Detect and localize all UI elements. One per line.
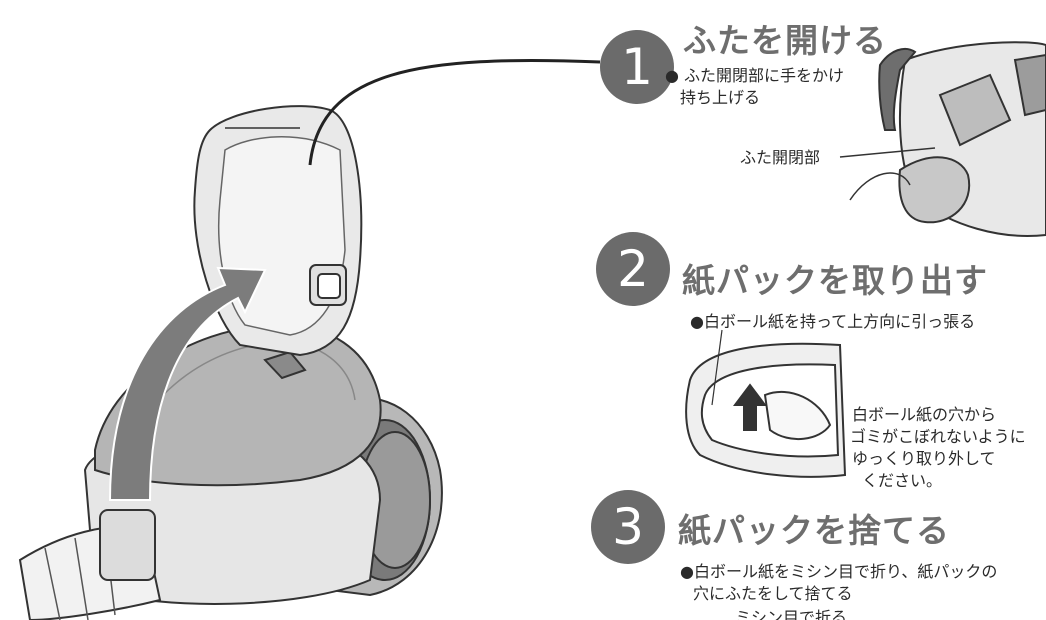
- note-line-3: ゆっくり取り外して: [852, 449, 996, 468]
- step-title-3: 紙パックを捨てる: [678, 511, 950, 550]
- lid-handle-pointer: [839, 147, 936, 158]
- step2-inset: [685, 342, 847, 478]
- lid-handle-label: ふた開閉部: [740, 148, 821, 167]
- step-1-line-1: ● ふた開閉部に手をかけ: [665, 66, 845, 85]
- step-title-1: ふたを開ける: [683, 21, 887, 60]
- open-lid-group: [193, 105, 363, 357]
- step-3-line-1: ●白ボール紙をミシン目で折り、紙パックの: [680, 562, 998, 581]
- perforation-label: ミシン目で折る: [735, 608, 848, 620]
- step-3-line-2: 穴にふたをして捨てる: [693, 584, 853, 603]
- note-pointer: [711, 329, 723, 406]
- note-line-1: 白ボール紙の穴から: [852, 405, 997, 424]
- step-number-2: 2: [596, 232, 670, 306]
- lift-arrow: [108, 266, 267, 501]
- hose-group: [18, 509, 162, 620]
- step-title-2: 紙パックを取り出す: [682, 261, 988, 300]
- note-line-4: ください。: [862, 471, 943, 490]
- step-2-line-1: ●白ボール紙を持って上方向に引っ張る: [690, 312, 976, 331]
- note-line-2: ゴミがこぼれないように: [850, 427, 1026, 446]
- step1-inset: [849, 41, 1046, 237]
- step-number-3: 3: [591, 490, 665, 564]
- step-number-1: 1: [600, 30, 674, 104]
- leader-line: [308, 59, 601, 166]
- step-1-line-2: 持ち上げる: [680, 88, 761, 107]
